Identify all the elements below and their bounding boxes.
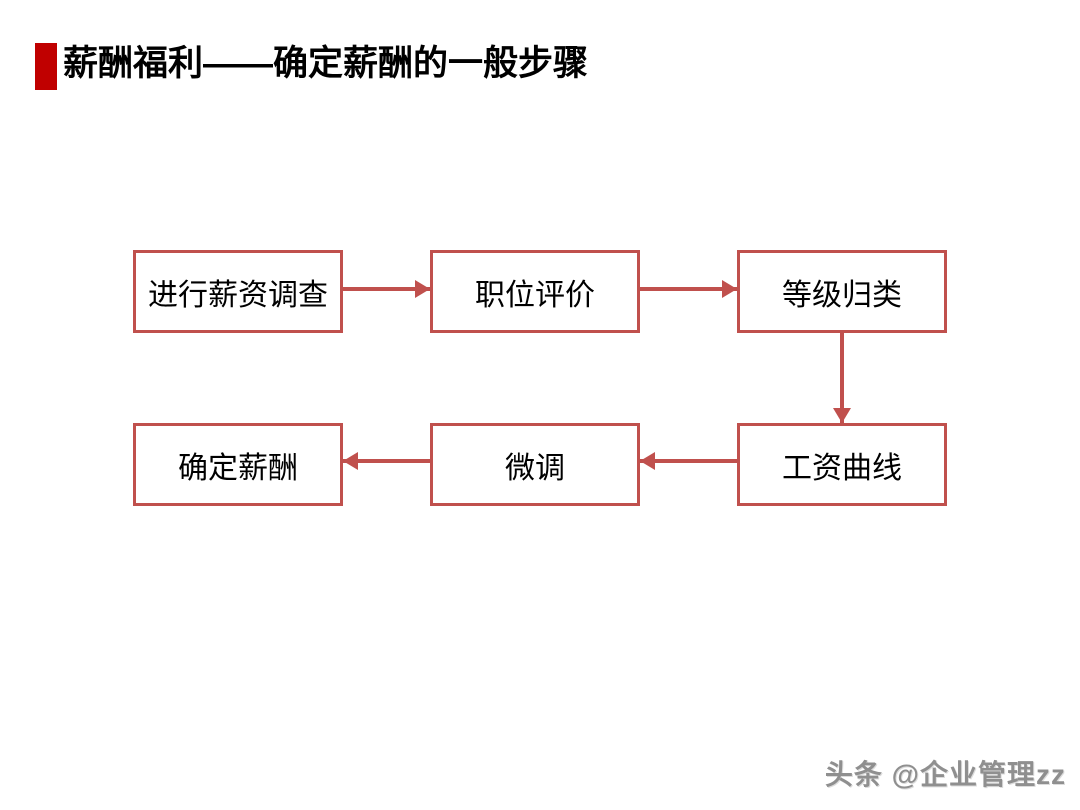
- flow-node-salary-survey: 进行薪资调查: [133, 250, 343, 333]
- arrow-wage-curve-to-fine-tuning: [640, 459, 737, 463]
- flow-node-determine-pay: 确定薪酬: [133, 423, 343, 506]
- arrow-survey-to-evaluation: [343, 287, 430, 291]
- slide-title: 薪酬福利——确定薪酬的一般步骤: [63, 44, 589, 83]
- flow-node-fine-tuning: 微调: [430, 423, 640, 506]
- title-accent-bar: [35, 43, 57, 90]
- flow-node-wage-curve: 工资曲线: [737, 423, 947, 506]
- watermark: 头条 @企业管理zz: [824, 759, 1066, 790]
- arrow-classify-to-wage-curve: [840, 333, 844, 423]
- flow-node-job-evaluation: 职位评价: [430, 250, 640, 333]
- slide-header: 薪酬福利——确定薪酬的一般步骤: [0, 0, 1080, 110]
- arrow-evaluation-to-classify: [640, 287, 737, 291]
- flow-node-grade-classify: 等级归类: [737, 250, 947, 333]
- arrow-fine-tuning-to-determine: [343, 459, 430, 463]
